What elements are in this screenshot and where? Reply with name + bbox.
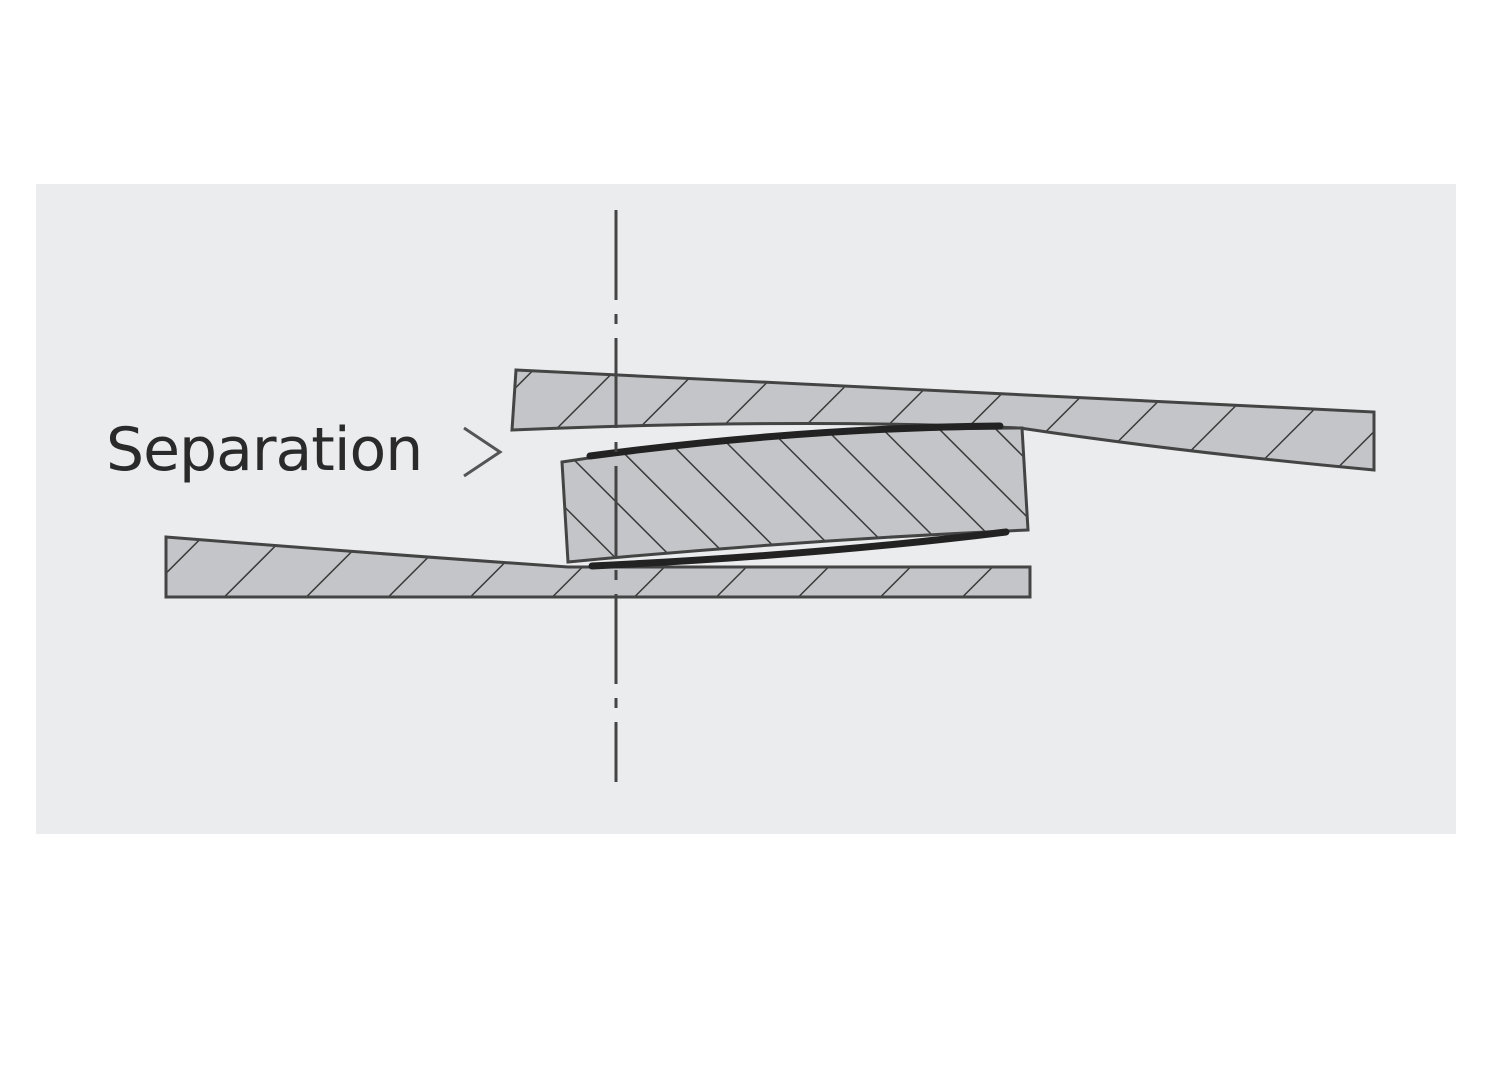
upper-separation-film xyxy=(586,422,1004,460)
lower-separation-film xyxy=(588,528,1010,570)
separation-arrow-icon xyxy=(463,426,503,478)
separation-label: Separation xyxy=(106,415,422,485)
